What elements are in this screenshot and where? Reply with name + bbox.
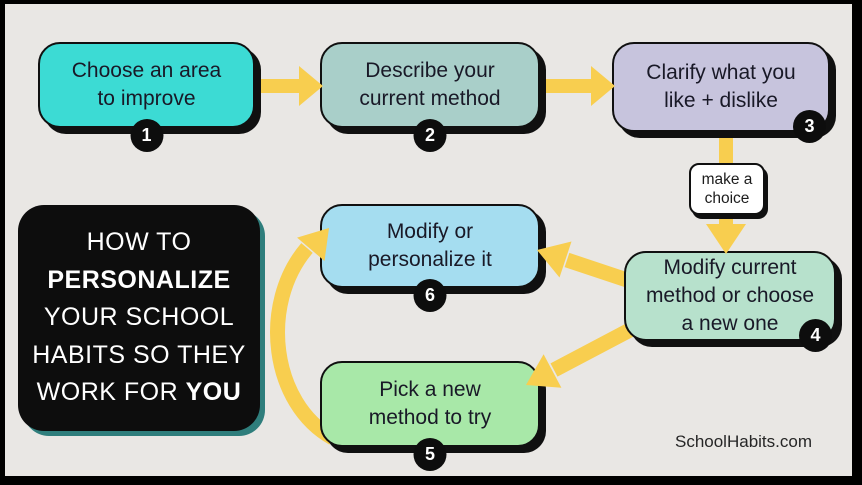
step-1-badge: 1 [130,119,163,152]
step-4-badge: 4 [799,319,832,352]
title-line: PERSONALIZE [47,265,231,294]
step-5-box: Pick a new method to try 5 [320,361,540,471]
title-line: HABITS SO THEY [32,340,246,369]
watermark-text: SchoolHabits.com [674,432,812,451]
title-line: HOW TO [86,228,192,257]
title-line: WORK FOR YOU [36,378,242,407]
step-text-line: a new one [681,311,779,335]
step-6-box: Modify or personalize it 6 [320,204,540,312]
title-box: HOW TO PERSONALIZE YOUR SCHOOL HABITS SO… [18,205,260,431]
title-line: YOUR SCHOOL [43,303,235,332]
step-text-line: Describe your [365,59,495,83]
step-3-badge: 3 [793,110,826,143]
step-text-line: Choose an area [71,59,222,83]
arrowhead-step3-to-step4 [706,224,746,254]
step-3-box: Clarify what you like + dislike 3 [612,42,830,143]
step-1-box: Choose an area to improve 1 [38,42,255,152]
step-4-box: Modify current method or choose a new on… [624,251,836,352]
step-6-badge: 6 [413,279,447,312]
choice-note-line: make a [701,170,753,188]
step-5-badge: 5 [413,438,447,471]
step-2-box: Describe your current method 2 [320,42,540,152]
arrowhead-step4-to-step6 [537,241,572,278]
step-text-line: personalize it [368,248,492,271]
choice-note-line: choice [704,190,750,207]
step-text-line: to improve [97,87,196,110]
step-text-line: like + dislike [664,89,778,112]
step-text-line: Modify current [663,256,797,280]
step-text-line: method or choose [645,284,815,308]
step-2-badge: 2 [413,119,447,152]
choice-note-box: make a choice [689,163,765,215]
step-text-line: current method [359,87,501,110]
step-text-line: Modify or [386,220,474,244]
step-text-line: Pick a new [379,378,481,402]
step-text-line: Clarify what you [646,61,796,85]
step-text-line: method to try [368,406,492,429]
